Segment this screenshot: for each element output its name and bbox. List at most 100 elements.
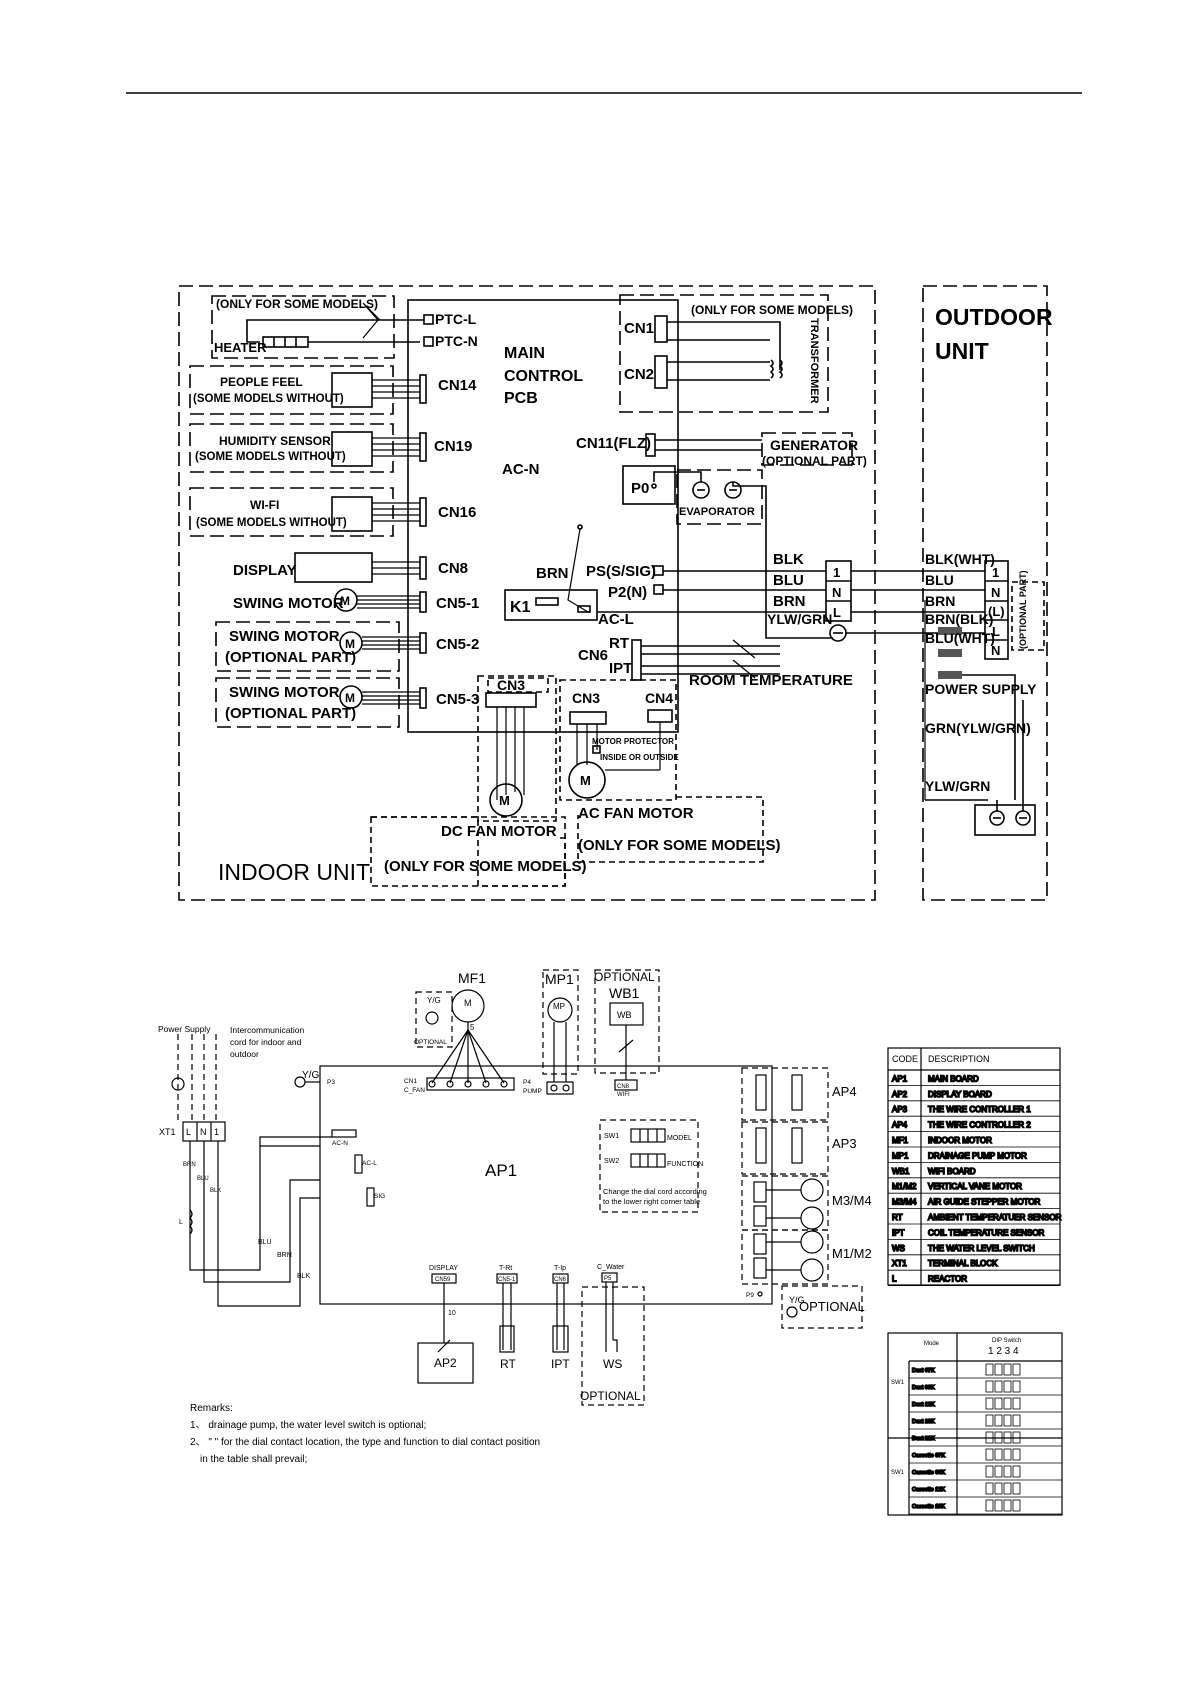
xt1-1-label: 1 [214, 1127, 219, 1137]
main-control-pcb [407, 299, 679, 733]
ac-fan-dashed-frame [559, 679, 677, 801]
cn14-label: CN14 [438, 377, 477, 394]
dip-switch-cell [1003, 1363, 1012, 1376]
dip-switch-cell [1003, 1380, 1012, 1393]
remark-3: in the table shall prevail; [200, 1454, 307, 1465]
pump-label: PUMP [523, 1088, 542, 1095]
dc-motor-m: M [499, 793, 510, 808]
dc-fan-motor-icon [489, 783, 523, 817]
m1-motor-icon [800, 1230, 824, 1254]
indoor-unit-label: INDOOR UNIT [218, 859, 370, 885]
cn3-left-label: CN3 [497, 677, 525, 693]
m4-motor-icon [800, 1206, 824, 1230]
dip-switch-cell [1003, 1431, 1012, 1444]
display-bottom-label: DISPLAY [429, 1265, 458, 1272]
dip-switch-header: DIP Switch [992, 1338, 1021, 1344]
mp1-frame [542, 969, 579, 1075]
m3-motor-icon [800, 1178, 824, 1202]
p3-label: P3 [327, 1079, 335, 1086]
some-without-3-label: (SOME MODELS WITHOUT) [196, 517, 347, 529]
code-cell: WB1 [892, 1167, 910, 1176]
motor-protector-label: MOTOR PROTECTOR [592, 737, 674, 746]
p4-label: P4 [523, 1079, 531, 1086]
p5-connector [601, 1272, 618, 1283]
cn5-1-connector [419, 591, 427, 613]
mp-label: MP [553, 1002, 565, 1011]
m1m2-frame [741, 1229, 829, 1285]
change-dial-2: to the lower right corner table [603, 1197, 700, 1206]
mf1-optional-label: OPTIONAL [414, 1039, 447, 1046]
dc-fan-label-frame [370, 816, 566, 887]
code-cell: MF1 [892, 1136, 909, 1145]
rt-label: RT [609, 635, 629, 652]
description-cell: TERMINAL BLOCK [928, 1259, 998, 1268]
wire-marker-3 [938, 671, 962, 679]
control-label: CONTROL [504, 368, 583, 385]
dip-switch-cell [994, 1431, 1003, 1444]
code-cell: AP3 [892, 1105, 908, 1114]
outdoor-unit-frame [922, 285, 1048, 901]
cn5-1-bottom-connector [496, 1273, 518, 1284]
humidity-module [331, 431, 373, 467]
dip-switch-cell [985, 1482, 994, 1495]
dip-switch-cell [994, 1482, 1003, 1495]
bottom-wiring-diagram [171, 969, 1063, 1516]
optional-ws-label: OPTIONAL [580, 1389, 641, 1403]
cn6-connector [631, 639, 642, 681]
ws-label: WS [603, 1357, 622, 1371]
dip-mode-cell: Cassette 09K [912, 1470, 945, 1476]
ac-motor-m: M [580, 773, 591, 788]
ap2-box [417, 1342, 474, 1384]
sw2-label: SW2 [604, 1158, 619, 1165]
code-cell: AP2 [892, 1090, 908, 1099]
code-cell: M1/M2 [892, 1182, 917, 1191]
function-label: FUNCTION [667, 1161, 703, 1168]
intercom-label-1: Intercommunication [230, 1025, 304, 1035]
dip-switch-cell [994, 1414, 1003, 1427]
dip-switch-cell [985, 1465, 994, 1478]
dip-switch-cell [1012, 1397, 1021, 1410]
p9-label: P9 [746, 1292, 754, 1299]
remark-1: 1、 drainage pump, the water level switch… [190, 1420, 426, 1431]
dip-table-frame [887, 1332, 1063, 1516]
code-cell: IPT [892, 1228, 905, 1237]
cn6-label: CN6 [578, 647, 608, 664]
remarks-label: Remarks: [190, 1403, 233, 1414]
wb1-frame [594, 969, 660, 1074]
p2-label: P2(N) [608, 584, 647, 601]
cn1-label: CN1 [624, 320, 654, 337]
swing-motor-3-label: SWING MOTOR [229, 684, 340, 701]
p0-label: P0 [631, 480, 649, 497]
description-cell: WIFI BOARD [928, 1167, 976, 1176]
k1-relay [504, 589, 598, 621]
cn6-bottom-connector [552, 1273, 569, 1284]
m4-connector [753, 1205, 767, 1227]
dip-sw1-label-1: SW1 [891, 1380, 905, 1386]
ap2-label: AP2 [434, 1356, 457, 1370]
cn2-connector [654, 355, 668, 389]
dip-sw1-label-2: SW1 [891, 1470, 905, 1476]
terminal-n-label: N [832, 585, 841, 600]
dip-switch-cell [985, 1363, 994, 1376]
cn3-left-connector [485, 692, 537, 708]
power-supply-label-bottom: Power Supply [158, 1024, 211, 1034]
dip-switch-cell [985, 1414, 994, 1427]
outdoor-ground-box [974, 804, 1036, 836]
heater-label: HEATER [214, 340, 267, 355]
description-cell: AIR GUIDE STEPPER MOTOR [928, 1198, 1041, 1207]
swing-2-m: M [345, 637, 355, 651]
cn3-right-connector [569, 711, 607, 725]
dip-switch-cell [985, 1499, 994, 1512]
cn5-1-bottom-label: CN5-1 [498, 1277, 516, 1283]
description-cell: MAIN BOARD [928, 1074, 979, 1083]
ptc-n-connector [423, 336, 434, 347]
ac-l-bottom-label: AC-L [362, 1160, 377, 1167]
rt-bottom-label: RT [500, 1357, 516, 1371]
ac-l-connector [354, 1154, 363, 1174]
description-cell: THE WATER LEVEL SWITCH [928, 1244, 1035, 1253]
cn11-label: CN11(FLZ) [576, 435, 651, 452]
ap1-label: AP1 [485, 1161, 517, 1180]
people-feel-label: PEOPLE FEEL [220, 375, 303, 389]
p9-optional-frame [781, 1285, 863, 1329]
yg-label: Y/G [302, 1070, 319, 1081]
